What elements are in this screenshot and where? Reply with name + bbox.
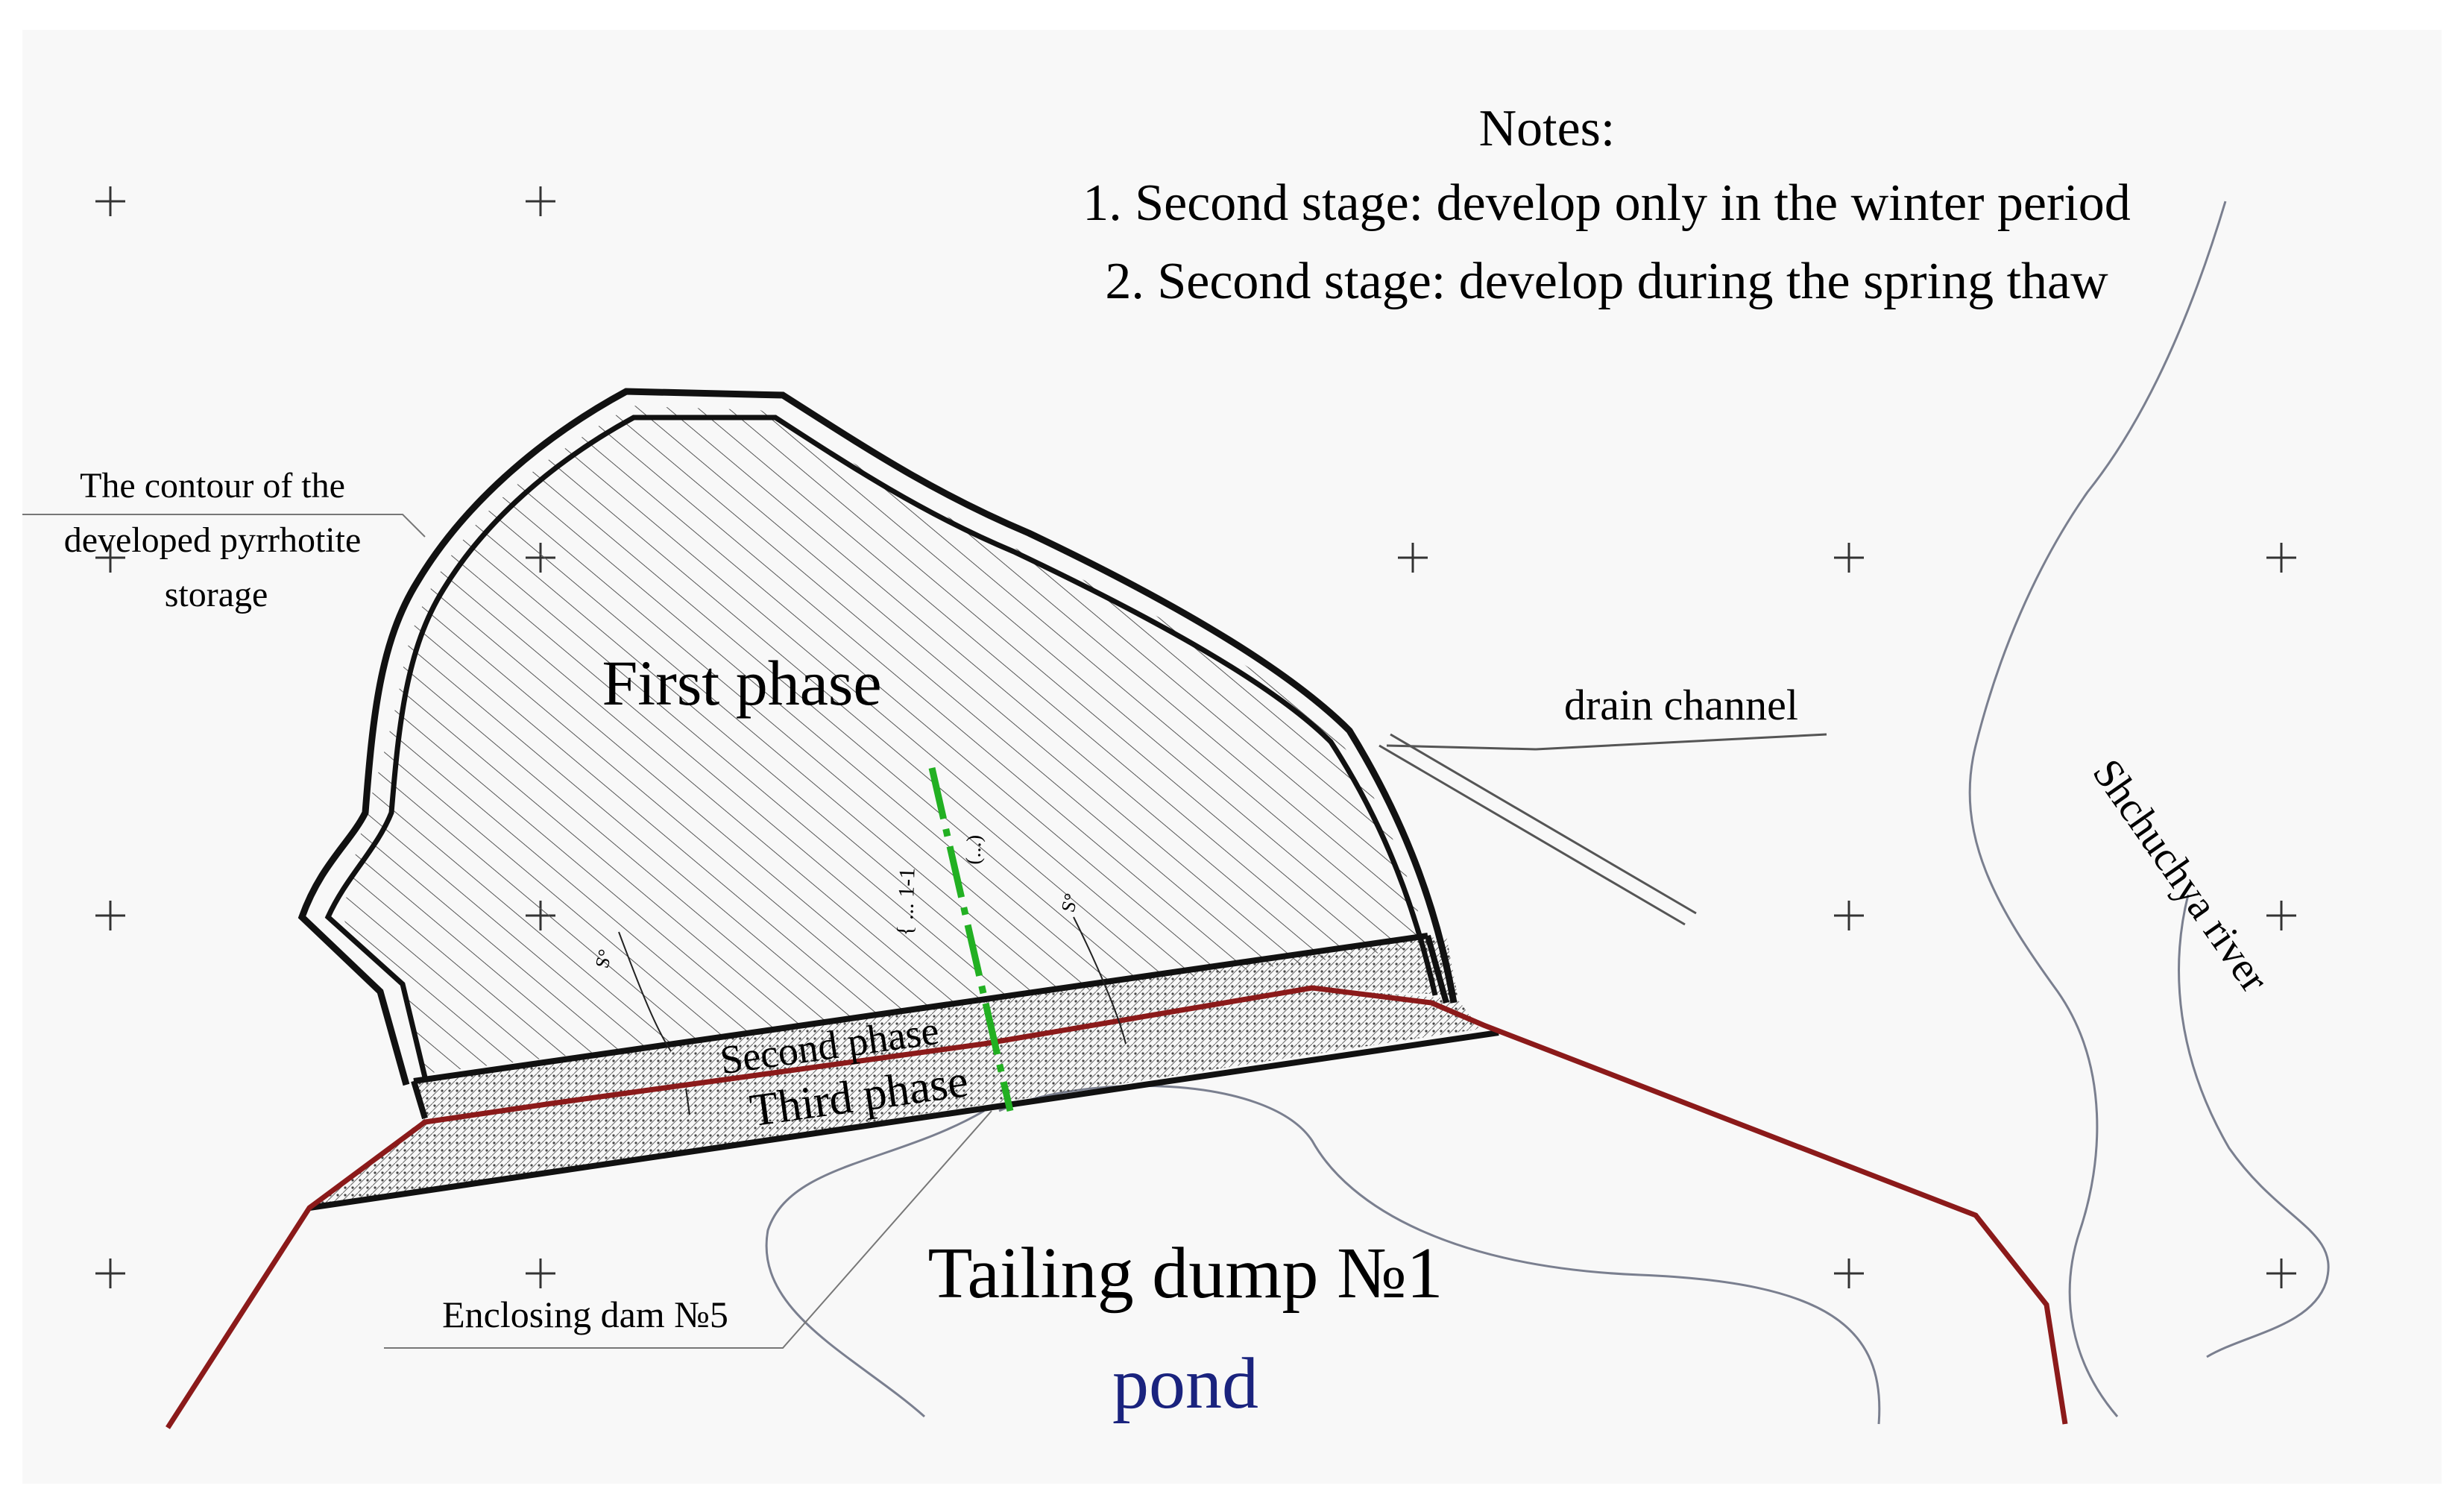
- enclosing-dam-label: Enclosing dam №5: [442, 1294, 728, 1335]
- section-line-1-1: [928, 766, 1014, 1112]
- third-phase-area: [309, 988, 1480, 1208]
- river-label: Shchuchya river: [2084, 751, 2278, 1001]
- enclosing-dam-line: [166, 985, 2068, 1429]
- first-phase-area: [343, 406, 1428, 1074]
- enclosing-dam-leader: [384, 1110, 992, 1349]
- first-phase-label: First phase: [602, 647, 881, 719]
- contour-label-line-3: storage: [165, 575, 268, 614]
- storage-contour-outer: [297, 388, 1458, 1086]
- pond-label: pond: [1112, 1344, 1258, 1424]
- contour-label-leader: [22, 514, 426, 538]
- notes-heading: Notes:: [1479, 100, 1616, 157]
- slope-mark-leaders: [618, 916, 1127, 1115]
- tailing-dump-label: Tailing dump №1: [928, 1233, 1443, 1314]
- river-bank-right: [2178, 894, 2330, 1358]
- contour-label-line-2: developed pyrrhotite: [64, 520, 362, 560]
- section-mark-sublabel: (...): [962, 834, 986, 865]
- second-phase-area: [414, 936, 1458, 1118]
- storage-contour-inner: [324, 415, 1438, 1078]
- contour-label-line-1: The contour of the: [80, 466, 345, 505]
- drain-channel-line: [1378, 733, 1827, 926]
- river-bank-left: [1968, 201, 2227, 1417]
- notes-item-1: 1. Second stage: develop only in the win…: [1083, 174, 2131, 232]
- section-mark-label: { ... 1-1: [892, 867, 919, 936]
- pond-shoreline: [765, 1084, 1881, 1425]
- notes-item-2: 2. Second stage: develop during the spri…: [1105, 253, 2108, 310]
- drain-channel-label: drain channel: [1564, 681, 1798, 729]
- phase-boundaries: [309, 933, 1499, 1211]
